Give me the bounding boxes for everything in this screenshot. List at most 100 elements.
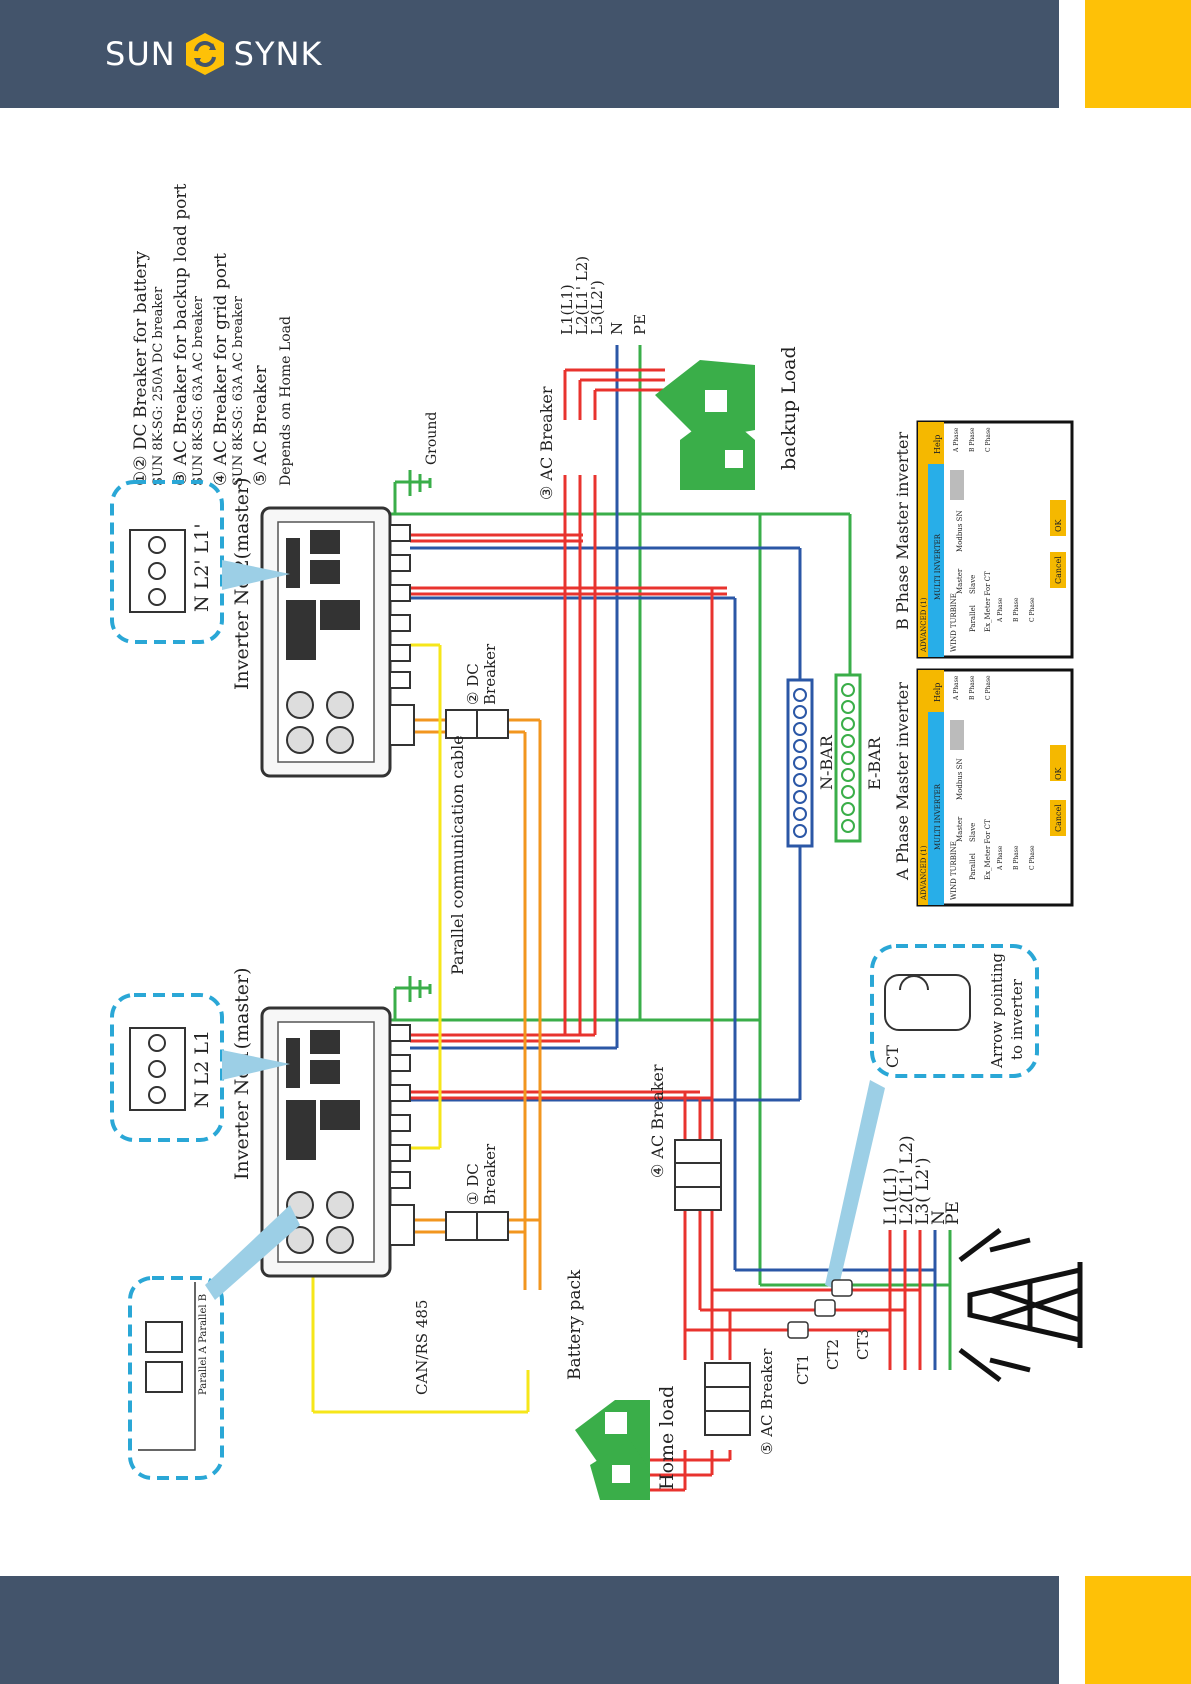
neutral-wires (410, 345, 935, 1272)
can-rs485-label: CAN/RS 485 (413, 1300, 431, 1395)
screen-option: Ex_Meter For CT (984, 819, 992, 880)
screen-cancel-button: Cancel (1054, 804, 1063, 832)
parallel-comm-cable (311, 643, 530, 1414)
legend-line: SUN 8K-SG: 250A DC breaker (151, 286, 166, 486)
legend-line: SUN 8K-SG: 63A AC breaker (231, 295, 246, 486)
legend-line: ⑤ AC Breaker (251, 364, 271, 486)
backup-load-label: backup Load (778, 346, 800, 470)
screen-option: A Phase (997, 845, 1004, 871)
sunsynk-logo-icon (185, 33, 224, 75)
screen-section: WIND TURBINE (950, 841, 958, 900)
screen-b-caption: B Phase Master inverter (893, 432, 912, 630)
parallel-cable-label: Parallel communication cable (448, 735, 467, 975)
battery-pack-label: Battery pack (565, 1269, 585, 1380)
screen-a-caption: A Phase Master inverter (893, 682, 912, 881)
ct-note: to inverter (1008, 978, 1026, 1060)
backup-load-house-icon (655, 360, 755, 490)
screen-phase-option: A Phase (953, 675, 960, 701)
line-label: L2(L1' L2) (573, 256, 591, 335)
line-label: L2(L1' L2) (897, 1135, 917, 1225)
screen-option: Modbus SN (956, 758, 964, 800)
dc-breaker-1-label: Breaker (481, 1143, 499, 1205)
screen-option: Parallel (969, 852, 977, 880)
screen-cancel-button: Cancel (1054, 556, 1063, 584)
ct1-label: CT1 (794, 1354, 812, 1385)
brand-right: SYNK (233, 35, 323, 73)
screen-a-phase: A Phase Master inverter ADVANCED (1) MUL… (893, 668, 1074, 907)
screen-tab: ADVANCED (1) (920, 845, 928, 901)
ct-label: CT (883, 1045, 902, 1068)
dc-breaker-2-label: ② DC (464, 663, 482, 705)
screen-phase-option: A Phase (953, 427, 960, 453)
line-label: N (608, 322, 626, 335)
footer-band (0, 1576, 1059, 1684)
legend-line: Depends on Home Load (278, 316, 294, 486)
brand-left: SUN (105, 35, 176, 73)
dc-breaker-1: ① DC Breaker (445, 1143, 509, 1241)
screen-phase-option: C Phase (985, 675, 992, 700)
terminal-callout-2: N L2' L1' (110, 480, 290, 644)
accent-block-bottom (1085, 1576, 1191, 1684)
header-band: SUN SYNK (0, 0, 1059, 108)
screen-option: B Phase (1013, 845, 1020, 870)
e-bar: E-BAR (834, 673, 884, 843)
screen-tab: MULTI INVERTER (934, 783, 942, 850)
screen-phase-option: B Phase (969, 675, 976, 700)
parallel-port-callout: Parallel A Parallel B (128, 1205, 300, 1480)
screen-option: Ex_Meter For CT (984, 571, 992, 632)
grid-line-labels: L1(L1) L2(L1' L2) L3( L2') N PE (881, 1135, 963, 1225)
line-label: PE (631, 314, 649, 335)
top-line-labels: L1(L1) L2(L1' L2) L3(L2') N PE (558, 256, 649, 335)
screen-option: A Phase (997, 597, 1004, 623)
ct-note: Arrow pointing (988, 953, 1006, 1069)
line-label: L1(L1) (881, 1168, 901, 1225)
terminal-label-2: N L2' L1' (191, 523, 213, 612)
dc-breaker-1-label: ① DC (464, 1163, 482, 1205)
brand-logo: SUN SYNK (105, 30, 322, 78)
screen-phase-option: C Phase (985, 427, 992, 452)
screen-option: Master (956, 568, 964, 594)
screen-option: Slave (969, 823, 977, 842)
screen-tab: MULTI INVERTER (934, 533, 942, 600)
line-label: PE (943, 1201, 963, 1225)
screen-option: Modbus SN (956, 510, 964, 552)
grid-feeders (888, 1230, 952, 1370)
ground-symbol (408, 470, 432, 1002)
screen-section: WIND TURBINE (950, 593, 958, 652)
live-wires (410, 368, 920, 1492)
n-bar-label: N-BAR (817, 734, 836, 790)
line-label: N (929, 1210, 949, 1225)
dc-breaker-2-label: Breaker (481, 643, 499, 705)
n-bar: N-BAR (786, 678, 836, 848)
home-load-house-icon (575, 1400, 650, 1500)
ct-sensors (787, 1279, 853, 1339)
ac-breaker-5: ⑤ AC Breaker (704, 1348, 776, 1455)
legend-line: ④ AC Breaker for grid port (211, 253, 231, 486)
screen-b-phase: B Phase Master inverter ADVANCED (1) MUL… (893, 420, 1074, 659)
inverter-2: Inverter No.2(master) (231, 477, 415, 778)
accent-block-top (1085, 0, 1191, 108)
screen-tab: Help (933, 435, 942, 454)
home-load-label: Home load (656, 1386, 678, 1490)
line-label: L3(L2') (588, 280, 606, 335)
screen-option: B Phase (1013, 597, 1020, 622)
ac-breaker-3-label: ③ AC Breaker (537, 386, 556, 500)
screen-option: Parallel (969, 604, 977, 632)
inverter-1: Inverter No.1(master) (231, 967, 415, 1278)
screen-tab: Help (933, 683, 942, 702)
dc-breaker-2: ② DC Breaker (445, 643, 509, 739)
ct-callout: CT Arrow pointing to inverter (825, 944, 1039, 1290)
screen-option: Master (956, 816, 964, 842)
grid-tower-icon (958, 1228, 1083, 1382)
ac-breaker-4-label: ④ AC Breaker (648, 1064, 667, 1178)
pe-wires (380, 345, 950, 1287)
legend-line: ③ AC Breaker for backup load port (171, 183, 191, 486)
e-bar-label: E-BAR (865, 736, 884, 790)
terminal-label-1: N L2 L1 (191, 1030, 213, 1108)
breaker-legend: ①② DC Breaker for battery SUN 8K-SG: 250… (131, 183, 294, 486)
line-label: L3( L2') (913, 1157, 933, 1225)
ground-label: Ground (424, 412, 440, 465)
parallel-ports-label: Parallel A Parallel B (198, 1294, 209, 1395)
screen-ok-button: OK (1054, 766, 1063, 780)
